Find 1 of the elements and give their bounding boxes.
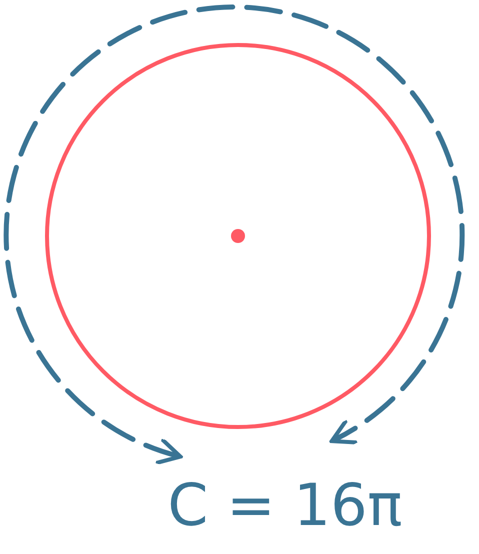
circumference-formula: C = 16π [166, 470, 404, 540]
